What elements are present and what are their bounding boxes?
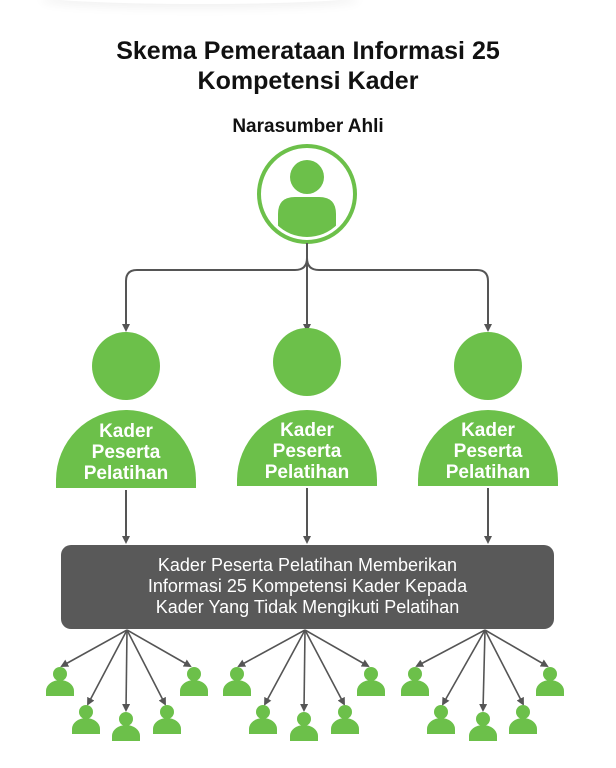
trainee-label-line: Peserta xyxy=(91,442,161,463)
small-person-icon xyxy=(46,667,74,696)
trainee-label-line: Peserta xyxy=(453,441,523,462)
diagram-title: Skema Pemerataan Informasi 25 Kompetensi… xyxy=(0,36,616,96)
trainee-to-box-arrows xyxy=(122,488,492,544)
expert-label: Narasumber Ahli xyxy=(232,116,384,137)
small-people-group-2 xyxy=(223,667,385,741)
trainee-label-line: Kader xyxy=(99,421,153,442)
small-people-group-3 xyxy=(401,667,564,741)
trainee-label-3: Kader Peserta Pelatihan xyxy=(413,420,563,483)
trainee-figure-3 xyxy=(418,332,558,486)
info-box-line: Informasi 25 Kompetensi Kader Kepada xyxy=(147,576,468,596)
small-person-icon xyxy=(536,667,564,696)
small-person-icon xyxy=(180,667,208,696)
trainee-label-2: Kader Peserta Pelatihan xyxy=(232,420,382,483)
info-box-line: Kader Peserta Pelatihan Memberikan xyxy=(157,555,458,575)
small-person-icon xyxy=(290,712,318,741)
info-box-line: Kader Yang Tidak Mengikuti Pelatihan xyxy=(155,597,460,617)
small-person-icon xyxy=(223,667,251,696)
small-person-icon xyxy=(509,705,537,734)
trainee-label-line: Pelatihan xyxy=(83,463,169,484)
small-person-icon xyxy=(112,712,140,741)
small-person-icon xyxy=(72,705,100,734)
small-person-icon xyxy=(357,667,385,696)
trainee-label-1: Kader Peserta Pelatihan xyxy=(51,421,201,484)
small-person-icon xyxy=(401,667,429,696)
trainee-figure-1 xyxy=(56,332,196,488)
small-people-group-1 xyxy=(46,667,208,741)
small-person-icon xyxy=(469,712,497,741)
small-person-icon xyxy=(249,705,277,734)
expert-connectors xyxy=(122,243,492,332)
trainee-label-line: Pelatihan xyxy=(264,462,350,483)
person-circle-icon xyxy=(257,144,357,244)
trainee-label-line: Peserta xyxy=(272,441,342,462)
trainee-label-line: Kader xyxy=(280,420,334,441)
trainee-label-line: Pelatihan xyxy=(445,462,531,483)
small-person-icon xyxy=(153,705,181,734)
trainee-label-line: Kader xyxy=(461,420,515,441)
trainee-figure-2 xyxy=(237,328,377,486)
title-line-2: Kompetensi Kader xyxy=(197,67,419,95)
title-line-1: Skema Pemerataan Informasi 25 xyxy=(116,37,500,65)
info-box: Kader Peserta Pelatihan Memberikan Infor… xyxy=(61,545,554,629)
fanout-arrows xyxy=(60,629,549,712)
small-person-icon xyxy=(331,705,359,734)
small-person-icon xyxy=(427,705,455,734)
